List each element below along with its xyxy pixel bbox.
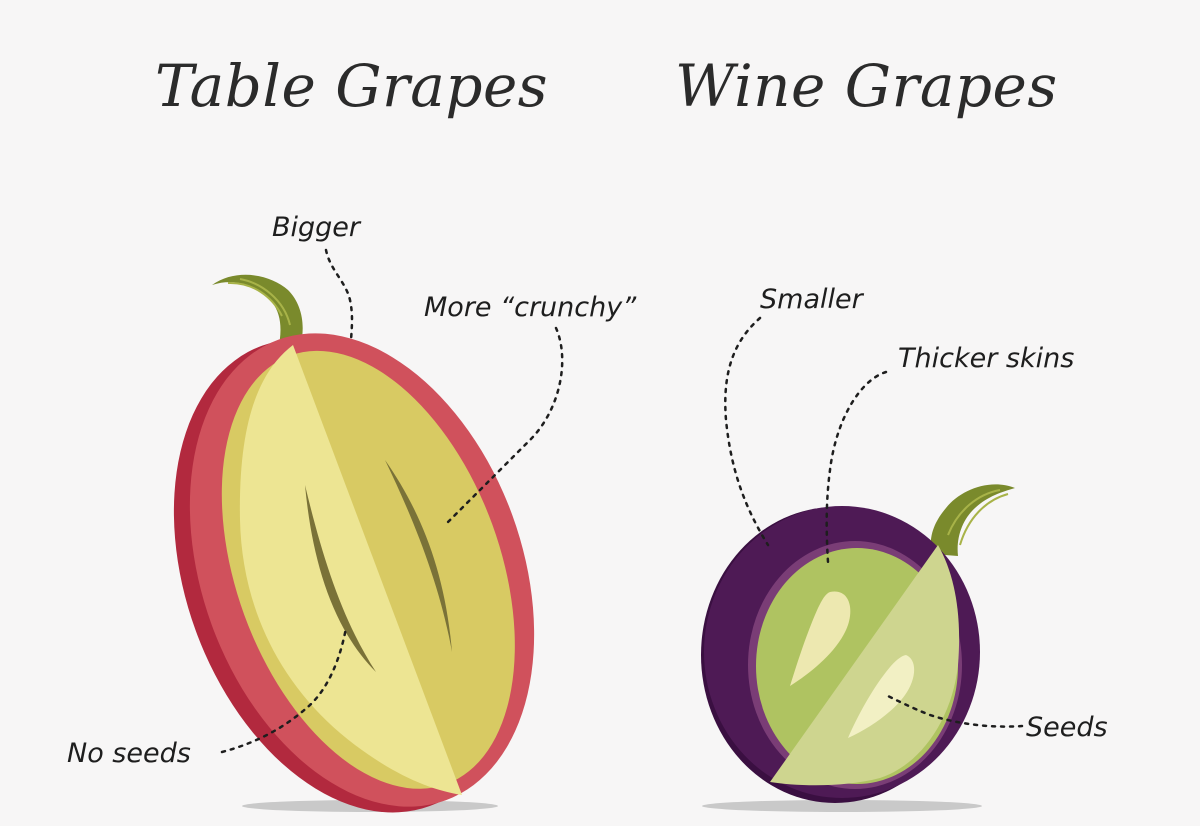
wine-grapes-title: Wine Grapes <box>675 52 1058 120</box>
wine-grape-flesh-light <box>770 545 960 786</box>
bigger-label: Bigger <box>272 212 361 243</box>
wine-grape-stem <box>930 484 1015 556</box>
bigger-leader-line <box>324 248 354 342</box>
thicker-skins-leader-line <box>825 370 888 564</box>
table-grapes-title: Table Grapes <box>155 52 549 120</box>
wine-grape-shadow <box>702 800 982 812</box>
thicker-skins-label: Thicker skins <box>898 343 1075 374</box>
wine-grape <box>701 484 1015 812</box>
crunchy-leader-line <box>446 326 564 524</box>
table-grape-stem <box>212 274 303 350</box>
crunchy-label: More “crunchy” <box>424 292 637 323</box>
seeds-leader-line <box>882 692 1024 728</box>
no-seeds-leader-line <box>220 626 348 754</box>
smaller-leader-line <box>724 316 770 547</box>
smaller-label: Smaller <box>760 284 863 315</box>
wine-grape-stem-highlight <box>947 489 1009 546</box>
wine-grape-seed-lower <box>848 655 915 738</box>
table-grape-stem-highlight <box>227 278 291 326</box>
seeds-label: Seeds <box>1026 712 1108 743</box>
no-seeds-label: No seeds <box>67 738 191 769</box>
table-grape <box>173 274 535 813</box>
table-grape-flesh-highlight <box>239 345 462 795</box>
wine-grape-seed-upper <box>790 591 851 686</box>
